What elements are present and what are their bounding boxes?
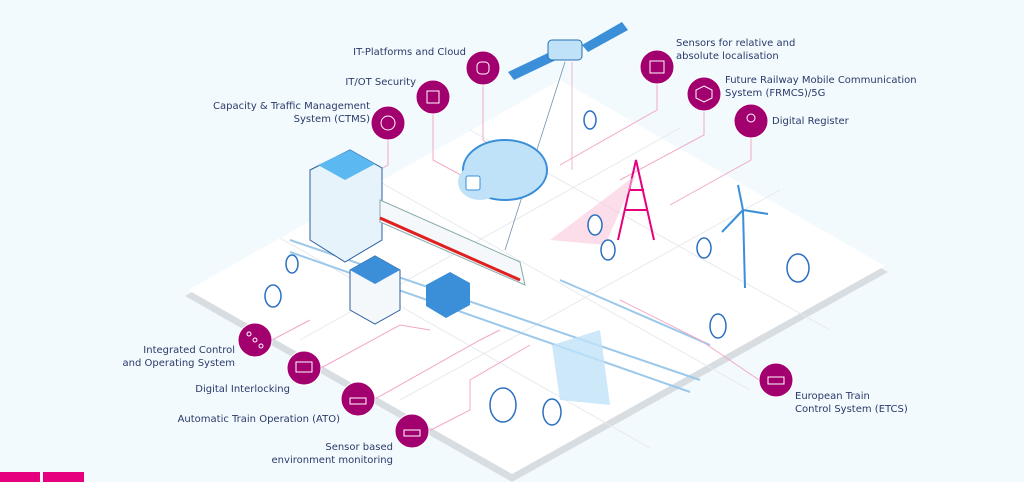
ato-train-icon[interactable] — [340, 381, 376, 417]
train — [379, 199, 526, 286]
label-ctms: Capacity & Traffic Management System (CT… — [213, 100, 370, 126]
label-etcs-line2: Control System (ETCS) — [795, 404, 908, 415]
icon-glyphs — [246, 60, 785, 437]
integrated-control-nodes-icon[interactable] — [237, 322, 273, 358]
connector-lines — [271, 84, 760, 432]
label-localisation-line1: Sensors for relative and — [676, 38, 796, 49]
it-ot-security-icon[interactable] — [415, 79, 451, 115]
label-ics-line1: Integrated Control — [143, 345, 235, 356]
frmcs-5g-icon[interactable] — [686, 76, 722, 112]
label-frmcs-line1: Future Railway Mobile Communication — [725, 75, 917, 86]
accent-bar-1 — [0, 472, 40, 482]
label-etcs-line1: European Train — [795, 391, 870, 402]
label-it-ot-security: IT/OT Security — [345, 77, 416, 88]
label-integrated-control: Integrated Control and Operating System — [123, 344, 235, 370]
ctms-brain-icon[interactable] — [370, 105, 406, 141]
station-shelter — [552, 330, 610, 405]
label-frmcs: Future Railway Mobile Communication Syst… — [725, 74, 917, 100]
platform — [188, 80, 885, 474]
label-frmcs-line2: System (FRMCS)/5G — [725, 88, 826, 99]
label-localisation: Sensors for relative and absolute locali… — [676, 37, 795, 63]
label-sensor-env: Sensor based environment monitoring — [272, 441, 393, 467]
localisation-sensor-icon[interactable] — [639, 49, 675, 85]
digital-register-map-pin-icon[interactable] — [733, 103, 769, 139]
label-it-platforms: IT-Platforms and Cloud — [353, 47, 466, 58]
trees — [264, 110, 810, 426]
radio-tower — [550, 159, 655, 245]
label-ics-line2: and Operating System — [122, 358, 235, 369]
digital-interlocking-monitor-icon[interactable] — [286, 350, 322, 386]
label-ctms-line1: Capacity & Traffic Management — [213, 101, 370, 112]
label-env-line2: environment monitoring — [271, 455, 393, 466]
label-localisation-line2: absolute localisation — [676, 51, 779, 62]
cloud — [458, 139, 548, 201]
office-building — [309, 149, 383, 263]
label-etcs: European Train Control System (ETCS) — [795, 390, 908, 416]
wind-turbine — [721, 184, 769, 289]
it-platforms-icon[interactable] — [465, 50, 501, 86]
label-ato: Automatic Train Operation (ATO) — [177, 414, 340, 425]
label-digital-interlocking: Digital Interlocking — [195, 384, 290, 395]
accent-bar-2 — [43, 472, 84, 482]
sensor-env-wifi-icon[interactable] — [394, 413, 430, 449]
control-buildings — [349, 255, 470, 325]
etcs-train-icon[interactable] — [758, 362, 794, 398]
label-env-line1: Sensor based — [325, 442, 393, 453]
label-digital-register: Digital Register — [772, 116, 849, 127]
label-ctms-line2: System (CTMS) — [293, 114, 370, 125]
